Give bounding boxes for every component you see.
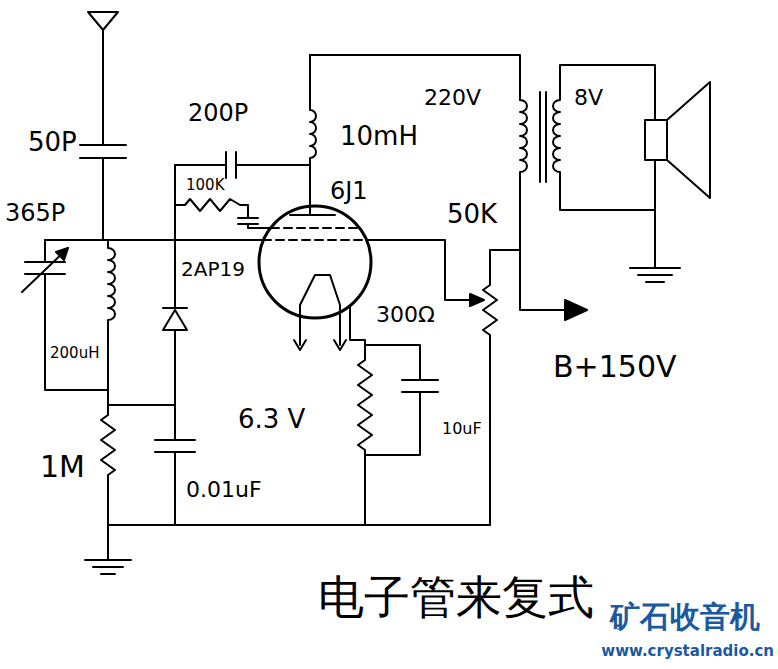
potentiometer-value: 50K [447, 200, 497, 229]
tube-envelope [259, 206, 371, 318]
wire [108, 404, 175, 406]
speaker-cone [667, 82, 710, 198]
capacitor-value: 10uF [442, 420, 482, 438]
capacitor-symbol [238, 218, 271, 228]
winding-voltage: 8V [574, 86, 603, 110]
resistor-symbol [101, 405, 115, 525]
diode-symbol [163, 165, 226, 405]
capacitor-symbol [155, 405, 195, 525]
tube-heater [300, 275, 340, 345]
resistor-value: 300Ω [376, 303, 435, 327]
potentiometer-symbol [483, 250, 520, 525]
diode-type: 2AP19 [181, 258, 245, 280]
heater-arrow [294, 340, 346, 350]
wire [367, 240, 470, 300]
variable-capacitor-arrow [56, 248, 68, 260]
capacitor-value: 365P [5, 200, 65, 226]
winding-voltage: 220V [424, 86, 481, 110]
resistor-value: 100K [186, 177, 224, 194]
coil-symbol [108, 240, 115, 405]
capacitor-value: 200P [188, 100, 248, 126]
variable-capacitor-symbol [22, 240, 108, 390]
transformer-secondary [553, 65, 655, 210]
watermark: www.crystalradio.cn [601, 643, 774, 660]
tube-type: 6J1 [330, 178, 368, 204]
capacitor-symbol [80, 145, 126, 240]
inductor-value: 200uH [50, 345, 99, 362]
coil-symbol [310, 55, 316, 165]
watermark: 矿石收音机 [610, 600, 760, 633]
capacitor-symbol [226, 152, 310, 178]
capacitor-value: 50P [28, 128, 77, 157]
resistor-symbol [175, 199, 248, 218]
transformer-core [540, 92, 546, 182]
tube-grid [271, 227, 360, 229]
inductor-value: 10mH [340, 122, 418, 151]
transformer-primary [520, 100, 565, 310]
speaker-symbol [645, 120, 667, 160]
ground-symbol [630, 210, 680, 282]
resistor-symbol [350, 306, 372, 525]
heater-voltage: 6.3 V [238, 405, 305, 434]
antenna-symbol [88, 12, 118, 145]
title: 电子管来复式 [318, 572, 594, 623]
capacitor-value: 0.01uF [186, 478, 262, 502]
ground-symbol [85, 525, 131, 574]
supply-voltage: B+150V [553, 350, 677, 383]
wire [108, 524, 490, 526]
potentiometer-wiper [470, 294, 484, 306]
wire [310, 55, 520, 100]
resistor-value: 1M [40, 450, 85, 483]
tube-plate [290, 165, 335, 215]
tube-grid [263, 239, 367, 241]
wire [45, 239, 263, 241]
supply-arrow [565, 300, 587, 320]
capacitor-symbol [365, 345, 438, 455]
